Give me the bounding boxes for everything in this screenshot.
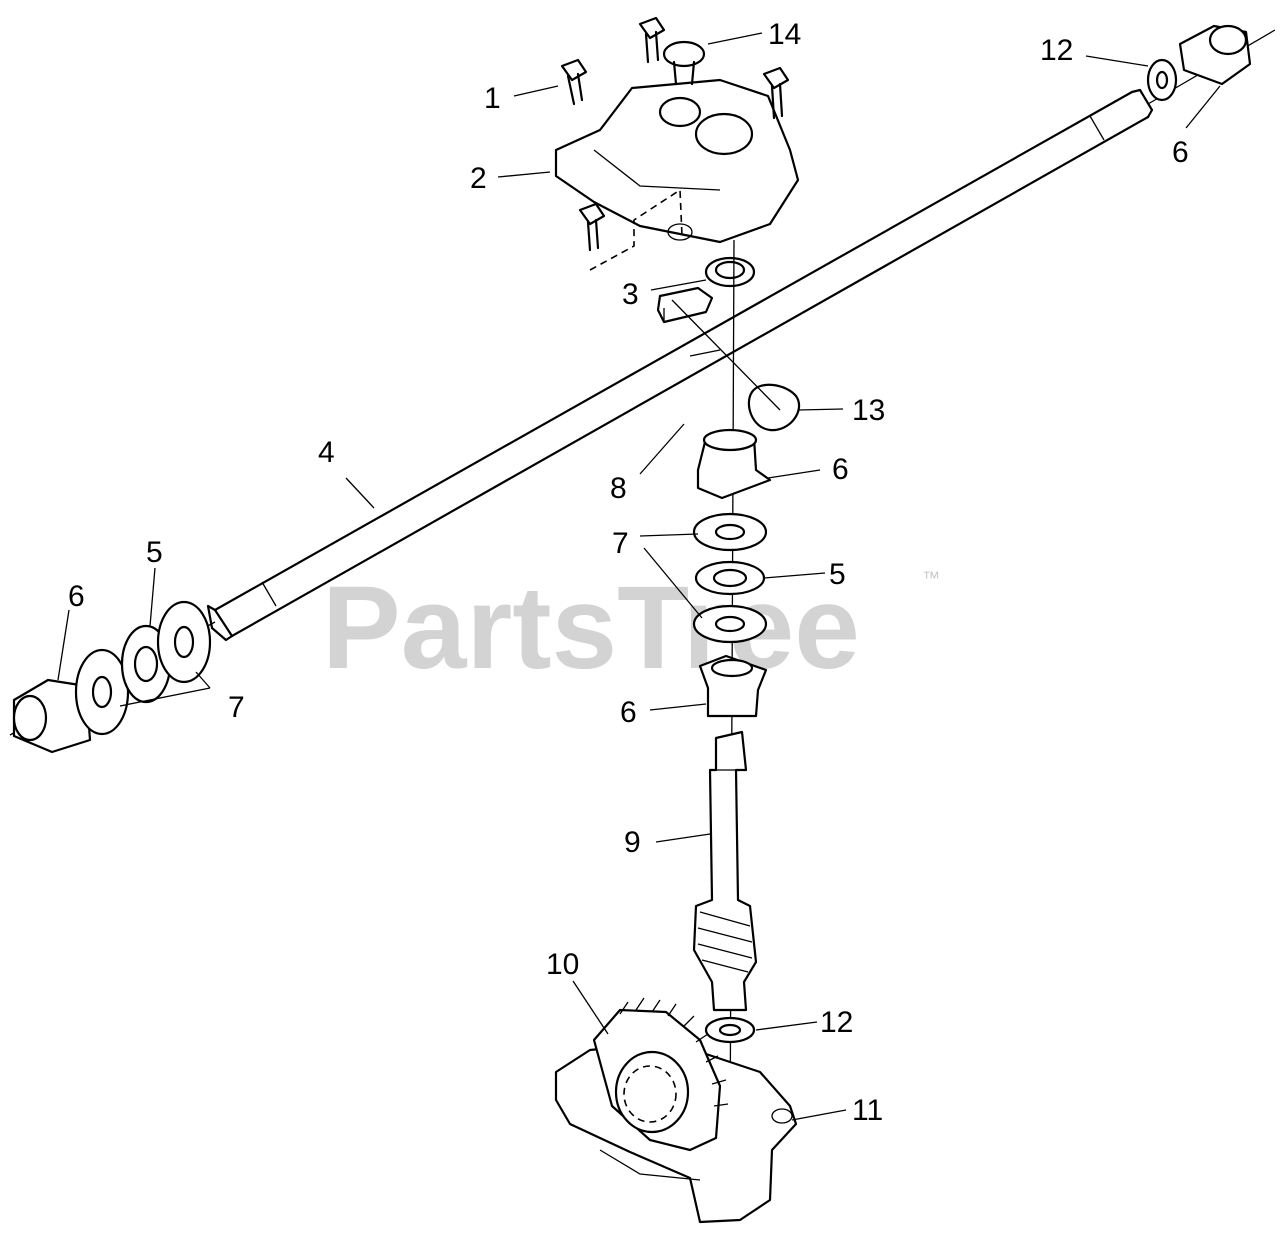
part-6-left-bushing xyxy=(12,678,92,754)
callout-11: 11 xyxy=(852,1094,883,1127)
part-7-left-washer-outer xyxy=(74,648,130,736)
part-3-seal xyxy=(704,256,756,288)
callout-4: 4 xyxy=(318,436,335,469)
part-13-clip xyxy=(747,383,801,432)
callout-labels: 1 2 3 4 5 5 6 6 6 6 7 7 8 9 10 11 12 12 … xyxy=(68,18,1189,1127)
part-12-lower-washer xyxy=(704,1016,756,1044)
part-8-key xyxy=(656,286,714,324)
callout-6-lower-bushing: 6 xyxy=(620,696,637,729)
callout-7-stack: 7 xyxy=(612,527,629,560)
callout-1: 1 xyxy=(484,82,501,115)
callout-9: 9 xyxy=(624,826,641,859)
callout-12-top: 12 xyxy=(1040,34,1073,67)
part-6-lower-bushing xyxy=(698,654,768,718)
watermark-trademark: ™ xyxy=(922,568,940,588)
callout-5-left: 5 xyxy=(146,536,163,569)
part-6-upper-bushing xyxy=(696,428,772,500)
callout-2: 2 xyxy=(470,162,487,195)
part-10-worm-gear xyxy=(592,997,729,1152)
callout-14: 14 xyxy=(768,18,801,51)
part-7-upper-washer xyxy=(692,512,768,552)
part-14-plug xyxy=(662,40,706,86)
callout-8: 8 xyxy=(610,472,627,505)
watermark-text: PartsTree xyxy=(322,562,860,694)
callout-13: 13 xyxy=(852,394,885,427)
part-7-left-washer-inner xyxy=(156,600,212,684)
part-9-worm-shaft xyxy=(692,730,758,1012)
watermark: PartsTree ™ xyxy=(322,562,940,694)
part-6-right-bushing xyxy=(1178,24,1252,86)
callout-6-right-end: 6 xyxy=(1172,136,1189,169)
part-12-right-washer xyxy=(1146,58,1178,102)
part-1-bolts xyxy=(560,16,790,252)
leader-lines xyxy=(57,32,1221,1121)
callout-5-stack: 5 xyxy=(829,558,846,591)
callout-6-left-hub: 6 xyxy=(68,580,85,613)
callout-12-bottom: 12 xyxy=(820,1006,853,1039)
part-2-upper-housing xyxy=(554,78,800,271)
part-5-spacer xyxy=(694,560,766,596)
callout-7-left: 7 xyxy=(228,691,245,724)
callout-6-upper-bushing: 6 xyxy=(832,453,849,486)
callout-10: 10 xyxy=(546,948,579,981)
callout-3: 3 xyxy=(622,278,639,311)
part-7-lower-washer xyxy=(692,604,768,644)
